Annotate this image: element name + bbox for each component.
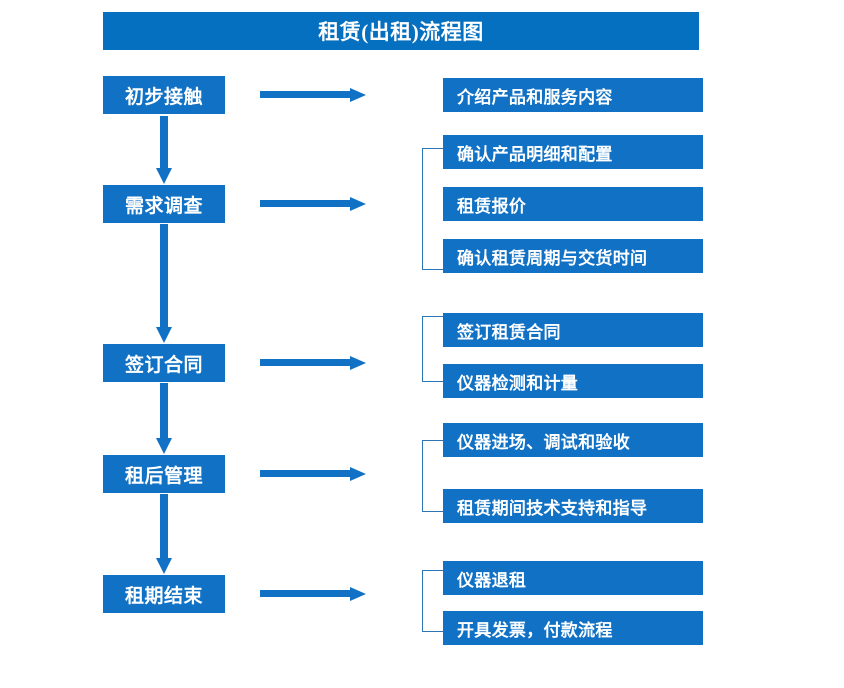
detail-box-10[interactable]: 开具发票，付款流程 [443,611,703,645]
stage-label: 租后管理 [124,465,203,487]
detail-label: 确认租赁周期与交货时间 [457,248,648,268]
detail-label: 仪器检测和计量 [457,373,579,393]
detail-box-7[interactable]: 仪器进场、调试和验收 [443,423,703,457]
group-bracket-icon-4 [422,570,443,632]
detail-label: 确认产品明细和配置 [457,144,613,164]
arrow-right-icon-4 [260,465,368,483]
stage-box-5[interactable]: 租期结束 [103,575,225,613]
stage-box-3[interactable]: 签订合同 [103,344,225,382]
detail-box-1[interactable]: 介绍产品和服务内容 [443,78,703,112]
detail-box-9[interactable]: 仪器退租 [443,561,703,595]
arrow-down-icon-2 [155,224,173,345]
arrow-right-icon-2 [260,195,368,213]
stage-label: 需求调查 [124,195,203,217]
arrow-right-icon-1 [260,86,368,104]
stage-label: 租期结束 [124,585,203,607]
arrow-right-icon-5 [260,585,368,603]
page-title: 租赁(出租)流程图 [103,12,699,50]
arrow-down-icon-3 [155,383,173,456]
detail-box-3[interactable]: 租赁报价 [443,187,703,221]
group-bracket-icon-1 [422,148,443,270]
detail-box-4[interactable]: 确认租赁周期与交货时间 [443,239,703,273]
arrow-down-icon-4 [155,494,173,576]
detail-box-5[interactable]: 签订租赁合同 [443,313,703,347]
group-bracket-icon-3 [422,440,443,512]
group-bracket-icon-2 [422,316,443,382]
stage-box-1[interactable]: 初步接触 [103,76,225,114]
stage-box-4[interactable]: 租后管理 [103,455,225,493]
arrow-down-icon-1 [155,116,173,186]
stage-label: 初步接触 [124,86,203,108]
detail-box-8[interactable]: 租赁期间技术支持和指导 [443,489,703,523]
detail-box-6[interactable]: 仪器检测和计量 [443,364,703,398]
detail-label: 签订租赁合同 [457,322,561,342]
stage-box-2[interactable]: 需求调查 [103,185,225,223]
stage-label: 签订合同 [124,354,203,376]
detail-label: 开具发票，付款流程 [457,620,613,640]
detail-box-2[interactable]: 确认产品明细和配置 [443,135,703,169]
detail-label: 仪器退租 [457,570,527,590]
detail-label: 仪器进场、调试和验收 [457,432,630,452]
detail-label: 租赁报价 [457,196,527,216]
detail-label: 介绍产品和服务内容 [457,87,613,107]
detail-label: 租赁期间技术支持和指导 [457,498,648,518]
arrow-right-icon-3 [260,354,368,372]
